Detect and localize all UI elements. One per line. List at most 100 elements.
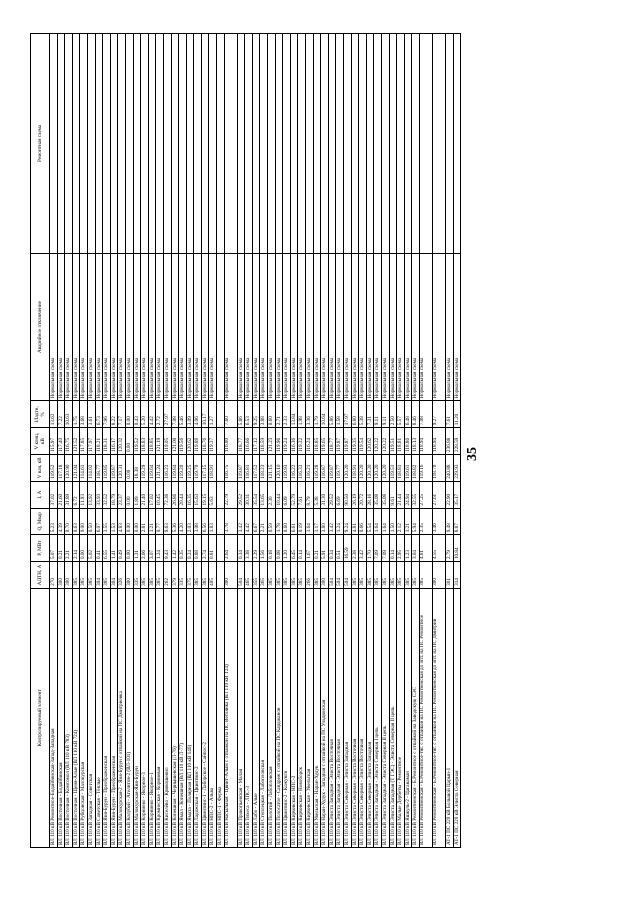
cell-element: ВЛ 110 кВ Колубей - Агелитов-2 (ВЛ-101)	[125, 588, 134, 848]
cell-avar: Нормальная схема	[328, 253, 336, 401]
cell-v-start: 118.81	[396, 454, 405, 482]
cell-q: 1.64	[305, 508, 314, 535]
cell-v-end: 115.97	[49, 427, 58, 455]
cell-i: 35.08	[373, 481, 382, 509]
cell-rem	[366, 33, 374, 254]
cell-avar: Нормальная схема	[396, 253, 405, 401]
cell-rem	[358, 33, 367, 254]
cell-adtn	[216, 561, 225, 589]
cell-v-start: 120.20	[373, 454, 382, 482]
cell-adtn: 385	[358, 561, 367, 589]
cell-adtn: 385	[366, 561, 374, 589]
cell-adtn: 385	[155, 561, 164, 589]
cell-p: 5.91	[320, 534, 329, 562]
cell-iload: 1.79	[313, 400, 321, 428]
cell-p: 3.04	[411, 534, 420, 562]
cell-element: ВЛ 110 кВ Киселёво - Кривошеино	[163, 588, 171, 848]
cell-p: 2.64	[224, 534, 238, 562]
cell-p: 7.09	[381, 534, 390, 562]
cell-adtn: 300	[432, 561, 446, 589]
cell-i: 7.61	[297, 481, 306, 509]
cell-avar: Нормальная схема	[110, 253, 118, 401]
cell-v-end: 119.96	[275, 427, 283, 455]
cell-adtn: 504	[343, 561, 352, 589]
cell-v-start: 118.23	[259, 454, 268, 482]
cell-iload: 0.60	[267, 400, 276, 428]
cell-adtn: 504	[335, 561, 344, 589]
cell-avar: Нормальная схема	[297, 253, 306, 401]
cell-iload: 13.62	[49, 400, 58, 428]
cell-rem	[453, 33, 461, 254]
cell-i: 6.69	[335, 481, 344, 509]
cell-avar: Нормальная схема	[237, 253, 245, 401]
cell-avar: Нормальная схема	[389, 253, 397, 401]
cell-v-end: 117.97	[87, 427, 96, 455]
cell-v-end: 119.35	[351, 427, 359, 455]
cell-adtn: 385	[404, 561, 412, 589]
cell-i: 10.44	[275, 481, 283, 509]
cell-adtn: 300	[320, 561, 329, 589]
cell-iload: 9.11	[373, 400, 382, 428]
cell-i: 26.86	[171, 481, 179, 509]
cell-rem	[389, 33, 397, 254]
table-row: ВЛ 110 кВ Ямата - Полярная (ВЛ 110 кВ 14…	[186, 33, 194, 848]
cell-element: ВЛ 110 кВ НПС-2 - Альва	[208, 588, 217, 848]
cell-p: 1.56	[259, 534, 268, 562]
cell-q	[216, 508, 225, 535]
cell-i: 6.72	[72, 481, 80, 509]
cell-element: ВЛ 110 кВ Восточная - Комсомол (ВЛ 110 к…	[64, 588, 73, 848]
cell-rem	[396, 33, 405, 254]
cell-adtn: 504	[328, 561, 336, 589]
cell-rem	[313, 33, 321, 254]
cell-p: 0.49	[117, 534, 126, 562]
cell-p: 2.21	[64, 534, 73, 562]
cell-element: ВЛ 110 кВ Восточная - Бодайбинская	[57, 588, 65, 848]
results-table: Контролируемый элемент АДТН, А P, МВт Q,…	[30, 33, 461, 848]
cell-rem	[193, 33, 202, 254]
cell-rem	[57, 33, 65, 254]
cell-adtn: 301	[445, 561, 453, 589]
cell-v-end: 118.86	[404, 427, 412, 455]
cell-q: 4.83	[117, 508, 126, 535]
cell-adtn: 504	[237, 561, 245, 589]
cell-i: 37.02	[49, 481, 58, 509]
cell-p: 2.74	[201, 534, 209, 562]
cell-iload: 6.48	[404, 400, 412, 428]
cell-v-start: 119.84	[171, 454, 179, 482]
cell-v-start: 118.91	[351, 454, 359, 482]
cell-avar: Нормальная схема	[432, 253, 446, 401]
cell-v-end: 119.54	[358, 427, 367, 455]
cell-adtn: 385	[267, 561, 276, 589]
cell-element: ВЛ 110 кВ Яня-Бурун - Преображенская	[110, 588, 118, 848]
cell-iload: 2.71	[275, 400, 283, 428]
cell-p: 0.24	[186, 534, 194, 562]
cell-q: 5.94	[411, 508, 420, 535]
cell-element: ВЛ 110 кВ Ямал - Конешная (ВЛ 110 кВ Л-7…	[178, 588, 187, 848]
cell-avar: Нормальная схема	[140, 253, 149, 401]
cell-rem	[102, 33, 111, 254]
cell-avar: Нормальная схема	[313, 253, 321, 401]
cell-iload: 7.08	[419, 400, 433, 428]
cell-iload: 7.31	[366, 400, 374, 428]
cell-v-start: 116.75	[224, 454, 238, 482]
cell-iload: 4.42	[148, 400, 156, 428]
cell-p: 0.51	[335, 534, 344, 562]
cell-v-end: 118.85	[313, 427, 321, 455]
cell-adtn: 304	[110, 561, 118, 589]
cell-q: 4.42	[244, 508, 253, 535]
cell-iload: 7.08	[171, 400, 179, 428]
cell-p: 3.42	[358, 534, 367, 562]
cell-v-start: 119.85	[102, 454, 111, 482]
cell-iload: 7.61	[445, 400, 453, 428]
cell-p: 2.79	[445, 534, 453, 562]
cell-p: 0.14	[297, 534, 306, 562]
cell-rem	[343, 33, 352, 254]
cell-avar: Нормальная схема	[453, 253, 461, 401]
cell-v-start	[216, 454, 225, 482]
cell-element: ВЛ 110 кВ Яня-Бурун - Преображенская	[102, 588, 111, 848]
cell-element: ВЛ 110 кВ Элиста Северная - Элиста Запад…	[366, 588, 374, 848]
cell-v-end: 119.56	[178, 427, 187, 455]
cell-adtn: 300	[57, 561, 65, 589]
